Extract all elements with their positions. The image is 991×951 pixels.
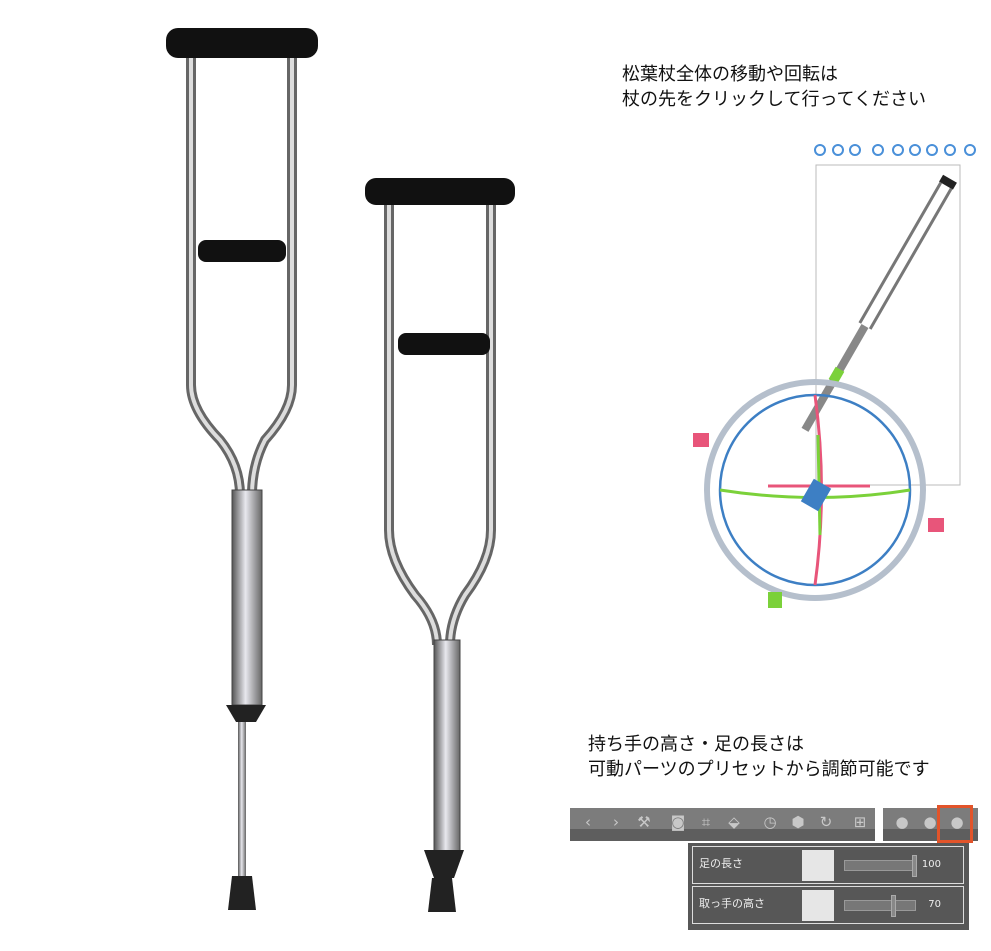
preset-thumbnail (802, 850, 834, 881)
crutch-long-leg (166, 28, 318, 910)
note-line: 杖の先をクリックして行ってください (622, 89, 927, 110)
wrench-icon[interactable]: ⚒ (637, 813, 651, 831)
adjust-note: 持ち手の高さ・足の長さは 可動パーツのプリセットから調節可能です (588, 732, 930, 782)
preset-value: 100 (921, 859, 941, 870)
movable-parts-icon[interactable]: ● (950, 813, 964, 831)
camera-rotate-icon[interactable] (814, 144, 826, 156)
object-launcher-toolbar: ‹ › ⚒ ◙ ⌗ ⬙ ◷ ⬢ ↻ ⊞ ● ● ● (570, 808, 978, 841)
preset-leg-length[interactable]: 足の長さ 100 (692, 846, 964, 884)
lock-add-icon[interactable]: ⊞ (853, 813, 867, 831)
crutch-short-leg (365, 178, 515, 912)
rotate-icon[interactable] (892, 144, 904, 156)
move-icon[interactable] (872, 144, 884, 156)
preset-slider[interactable] (844, 900, 916, 911)
preset-slider[interactable] (844, 860, 916, 871)
rotation-reset-icon[interactable]: ◷ (763, 813, 777, 831)
fit-icon[interactable]: ⌗ (701, 813, 711, 831)
camera-pan-icon[interactable] (832, 144, 844, 156)
back-icon[interactable]: ‹ (585, 813, 591, 831)
preset-thumbnail (802, 890, 834, 921)
reset-icon[interactable] (964, 144, 976, 156)
camera-icon[interactable]: ◙ (670, 813, 686, 831)
camera-dolly-icon[interactable] (849, 144, 861, 156)
rotate-reset-icon[interactable]: ↻ (819, 813, 833, 831)
body-icon[interactable]: ● (923, 813, 937, 831)
movable-parts-panel: 足の長さ 100 取っ手の高さ 70 (688, 843, 969, 930)
object-reset-icon[interactable]: ⬢ (791, 813, 805, 831)
object-pan-icon[interactable] (926, 144, 938, 156)
note-line: 可動パーツのプリセットから調節可能です (588, 759, 930, 780)
crutch-preview (801, 174, 957, 432)
preset-value: 70 (928, 899, 941, 910)
object-rotate-icon[interactable] (909, 144, 921, 156)
transform-gizmo[interactable] (693, 164, 961, 608)
preset-label: 足の長さ (699, 857, 743, 870)
preset-label: 取っ手の高さ (699, 897, 765, 910)
preset-grip-height[interactable]: 取っ手の高さ 70 (692, 886, 964, 924)
gizmo-toolbar[interactable] (814, 144, 976, 156)
forward-icon[interactable]: › (613, 813, 619, 831)
ground-icon[interactable]: ⬙ (728, 813, 740, 831)
note-line: 松葉杖全体の移動や回転は (622, 64, 838, 85)
slider-knob[interactable] (891, 895, 896, 917)
object-scale-icon[interactable] (944, 144, 956, 156)
movable-parts-highlight (937, 805, 973, 843)
slider-knob[interactable] (912, 855, 917, 877)
move-rotate-note: 松葉杖全体の移動や回転は 杖の先をクリックして行ってください (622, 62, 926, 112)
pose-icon[interactable]: ● (895, 813, 909, 831)
note-line: 持ち手の高さ・足の長さは (588, 734, 804, 755)
